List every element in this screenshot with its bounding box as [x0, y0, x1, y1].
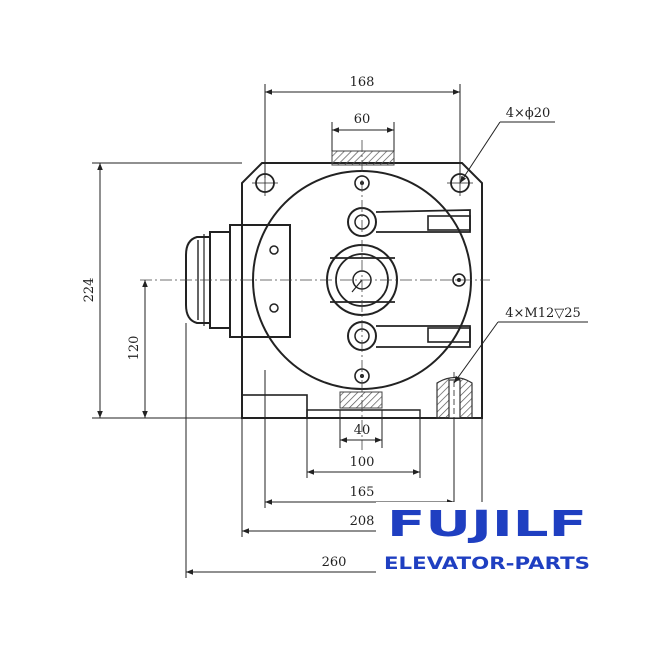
- center-lines: [140, 140, 490, 450]
- dim-224: 224: [82, 278, 97, 303]
- top-slot-hatch: [331, 150, 395, 166]
- brand-logo: FUJILF ELEVATOR-PARTS: [376, 502, 600, 582]
- callout-holes: 4×ϕ20: [506, 106, 551, 121]
- leader-lines: [453, 121, 588, 384]
- dim-60: 60: [354, 112, 371, 127]
- dim-40: 40: [354, 423, 371, 438]
- dim-165: 165: [350, 485, 375, 500]
- side-actuator: [185, 224, 291, 338]
- dim-168: 168: [350, 75, 375, 90]
- brake-arm-bottom: [347, 321, 471, 351]
- dim-208: 208: [350, 514, 375, 529]
- brand-name: FUJILF: [387, 504, 587, 545]
- dim-120: 120: [127, 336, 142, 361]
- brand-tagline: ELEVATOR-PARTS: [384, 554, 590, 574]
- brake-arm-top: [347, 207, 471, 237]
- dim-260: 260: [322, 555, 347, 570]
- callout-threads: 4×M12▽25: [505, 306, 581, 321]
- dim-100: 100: [350, 455, 375, 470]
- bottom-slot-hatch: [339, 391, 383, 409]
